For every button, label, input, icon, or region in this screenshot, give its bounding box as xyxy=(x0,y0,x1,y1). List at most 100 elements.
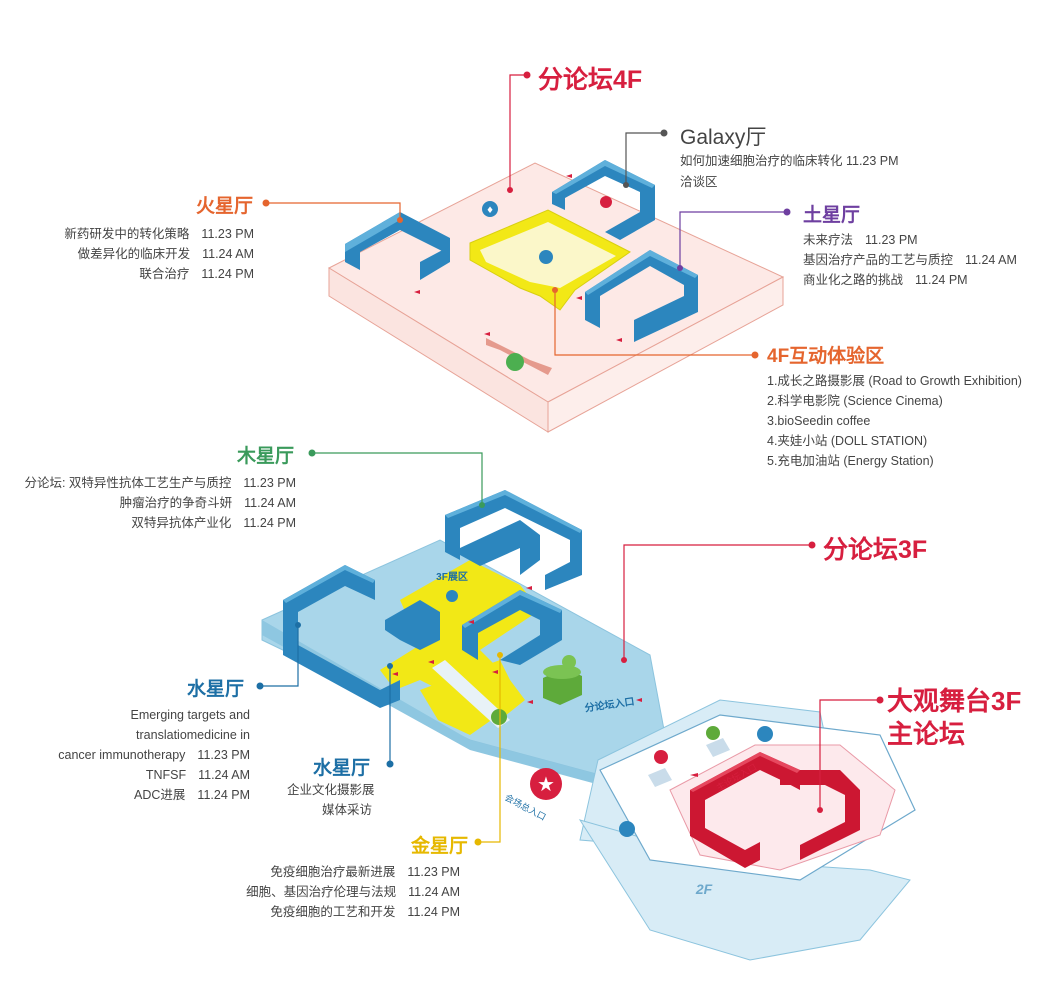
session-row: 免疫细胞治疗最新进展 11.23 PM xyxy=(220,862,460,882)
list-item: 4.夹娃小站 (DOLL STATION) xyxy=(767,434,928,448)
session-time: 11.24 AM xyxy=(965,253,1017,267)
session-time: 11.24 AM xyxy=(198,768,250,782)
water-hall-name: 水星厅 xyxy=(187,679,245,700)
session-row: cancer immunotherapy 11.23 PM xyxy=(30,745,250,765)
session-time: 11.23 PM xyxy=(865,233,918,247)
jupiter-sessions: 分论坛: 双特异性抗体工艺生产与质控 11.23 PM 肿瘤治疗的争奇斗妍 11.2… xyxy=(24,473,296,533)
galaxy-hall-name: Galaxy厅 xyxy=(680,126,767,149)
session-title: 分论坛: 双特异性抗体工艺生产与质控 xyxy=(24,476,232,490)
session-title: cancer immunotherapy xyxy=(58,748,186,762)
arrow-icon xyxy=(690,773,698,777)
session-title: 细胞、基因治疗伦理与法规 xyxy=(246,885,397,899)
jupiter-hall xyxy=(445,490,582,590)
leader-dots xyxy=(256,71,884,846)
session-title: 免疫细胞的工艺和开发 xyxy=(270,905,396,919)
list-item: 2.科学电影院 (Science Cinema) xyxy=(767,394,943,408)
escalator-icon xyxy=(491,709,507,725)
list-item: 3.bioSeedin coffee xyxy=(767,414,871,428)
restroom-icon xyxy=(482,201,498,217)
interactive-zone-name: 4F互动体验区 xyxy=(767,346,885,367)
arrow-icon xyxy=(414,290,420,294)
floor4-title: 分论坛4F xyxy=(538,66,643,94)
leader-lines xyxy=(260,74,880,843)
water-hall-sessions: Emerging targets and translatiomedicine … xyxy=(30,705,250,805)
session-row: 新药研发中的转化策略 11.23 PM xyxy=(60,224,254,244)
floor2-tag: 2F xyxy=(695,881,713,897)
session-row: 基因治疗产品的工艺与质控 11.24 AM xyxy=(803,250,1017,270)
mercury-line-2: 媒体采访 xyxy=(322,803,373,817)
session-time: 11.24 PM xyxy=(201,267,254,281)
floor3-title: 分论坛3F xyxy=(823,536,928,564)
escalator-icon xyxy=(706,726,720,740)
mercury-hall-name: 水星厅 xyxy=(313,758,371,779)
arrow-icon xyxy=(526,586,532,590)
coffee-icon xyxy=(600,196,612,208)
mars-hall-name: 火星厅 xyxy=(196,196,254,217)
main-forum-title: 主论坛 xyxy=(887,719,966,749)
session-time: 11.24 PM xyxy=(915,273,968,287)
restroom-icon xyxy=(619,821,635,837)
jupiter-hall-name: 木星厅 xyxy=(237,446,295,467)
meeting-icon xyxy=(539,250,553,264)
main-stage xyxy=(690,752,860,868)
session-title: 基因治疗产品的工艺与质控 xyxy=(803,253,954,267)
session-time: 11.23 PM xyxy=(197,748,250,762)
session-title: Emerging targets and xyxy=(130,708,250,722)
session-title: 新药研发中的转化策略 xyxy=(64,227,190,241)
session-time: 11.24 AM xyxy=(408,885,460,899)
session-title: ADC进展 xyxy=(134,788,186,802)
floor3-plan xyxy=(261,490,666,785)
galaxy-hall xyxy=(552,160,655,240)
session-title: 联合治疗 xyxy=(139,267,190,281)
session-time: 11.24 AM xyxy=(202,247,254,261)
session-time: 11.23 PM xyxy=(407,865,460,879)
session-row: 双特异抗体产业化 11.24 PM xyxy=(30,513,296,533)
meeting-icon xyxy=(446,590,458,602)
main-entrance-marker xyxy=(530,768,562,800)
session-row: Emerging targets and xyxy=(30,705,250,725)
session-title: 免疫细胞治疗最新进展 xyxy=(270,865,396,879)
session-row: 商业化之路的挑战 11.24 PM xyxy=(803,270,1017,290)
session-time: 11.24 PM xyxy=(197,788,250,802)
session-title: 双特异抗体产业化 xyxy=(131,516,232,530)
session-row: 细胞、基因治疗伦理与法规 11.24 AM xyxy=(220,882,460,902)
session-row: 分论坛: 双特异性抗体工艺生产与质控 11.23 PM xyxy=(24,473,296,493)
session-title: translatiomedicine in xyxy=(136,728,250,742)
escalator-icon xyxy=(506,353,524,371)
main-stage-title: 大观舞台3F xyxy=(887,686,1022,716)
session-row: translatiomedicine in xyxy=(30,725,250,745)
mars-hall xyxy=(345,212,450,280)
list-item: 5.充电加油站 (Energy Station) xyxy=(767,454,934,468)
mercury-line-1: 企业文化摄影展 xyxy=(287,783,375,797)
exhibit-area-label: 3F展区 xyxy=(436,571,468,583)
restroom-icon xyxy=(757,726,773,742)
water-hall xyxy=(283,565,440,708)
star-icon: ★ xyxy=(537,772,555,796)
exhibit-hall-block xyxy=(462,590,562,665)
main-stage-plan: ★ xyxy=(530,698,916,961)
session-title: TNFSF xyxy=(145,768,187,782)
svg-text:♦: ♦ xyxy=(486,206,494,216)
session-time: 11.24 AM xyxy=(244,496,296,510)
session-time: 11.23 PM xyxy=(243,476,296,490)
floor4-plan: ♦ xyxy=(327,160,785,433)
galaxy-line-1: 如何加速细胞治疗的临床转化 11.23 PM xyxy=(680,154,899,168)
list-item: 1.成长之路摄影展 (Road to Growth Exhibition) xyxy=(767,374,1022,388)
session-row: ADC进展 11.24 PM xyxy=(30,785,250,805)
energy-icon xyxy=(562,655,576,669)
session-title: 商业化之路的挑战 xyxy=(803,273,904,287)
session-time: 11.24 PM xyxy=(243,516,296,530)
session-title: 肿瘤治疗的争奇斗妍 xyxy=(119,496,233,510)
session-row: TNFSF 11.24 AM xyxy=(30,765,250,785)
location-pin-icon xyxy=(654,750,668,764)
saturn-hall xyxy=(585,250,698,342)
session-time: 11.23 PM xyxy=(201,227,254,241)
saturn-hall-name: 土星厅 xyxy=(803,205,861,226)
